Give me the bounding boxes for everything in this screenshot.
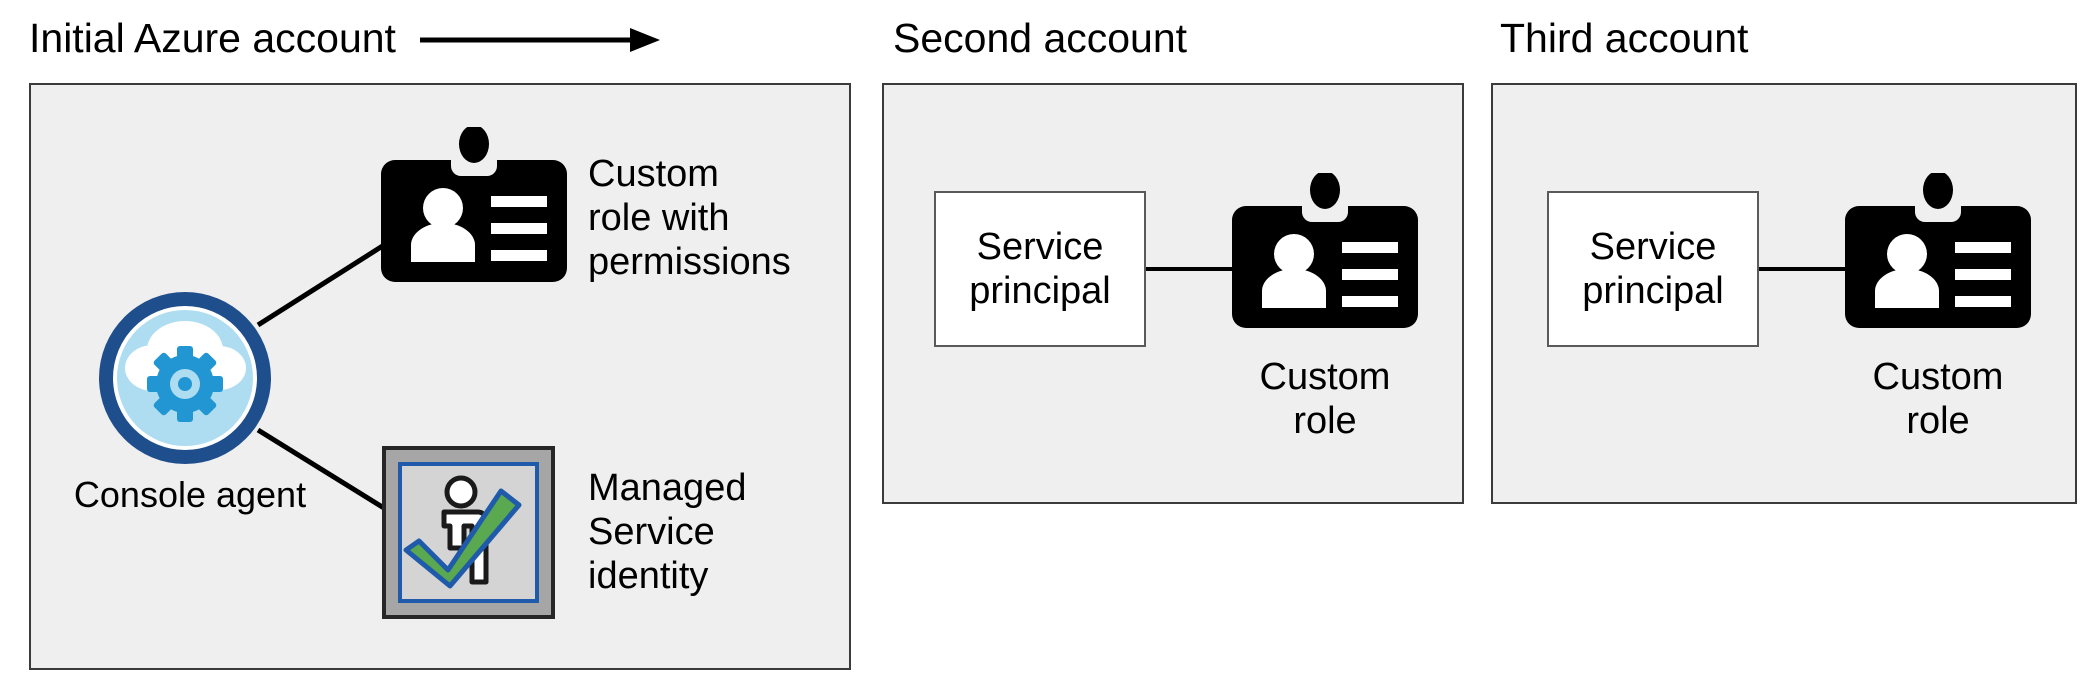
label-line-1: Custom [1259,356,1391,398]
heading-initial-azure-account: Initial Azure account [29,15,396,61]
id-badge-icon [1232,173,1418,328]
label-line-2: role [1293,400,1357,443]
label-line-1: Managed [588,467,747,509]
label-line-3: permissions [588,241,791,284]
console-agent-label: Console agent [73,474,307,515]
connector-service-principal-to-custom-role-third [1759,267,1849,271]
sp-label-line-1: Service [976,225,1104,268]
label-line-2: Service [588,511,715,554]
label-line-3: identity [588,555,709,598]
label-line-1: Custom [1872,356,2004,398]
id-badge-icon [1845,173,2031,328]
label-custom-role-second: Custom role [1195,355,1455,443]
service-principal-box-second[interactable]: Service principal [934,191,1146,347]
label-line-2: role with [588,197,730,240]
right-arrow-icon [420,28,660,52]
sp-label-line-1: Service [1589,225,1717,268]
sp-label-line-2: principal [969,270,1111,312]
heading-third-account: Third account [1500,15,1749,61]
label-line-2: role [1906,400,1970,443]
label-line-1: Custom [588,153,719,195]
cloud-gear-icon [99,292,271,464]
service-principal-box-third[interactable]: Service principal [1547,191,1759,347]
connector-service-principal-to-custom-role-second [1146,267,1236,271]
sp-label-line-2: principal [1582,270,1724,312]
heading-second-account: Second account [893,15,1188,61]
label-managed-service-identity: Managed Service identity [588,466,838,598]
managed-identity-icon [382,446,555,619]
label-custom-role-with-permissions: Custom role with permissions [588,152,838,284]
label-custom-role-third: Custom role [1808,355,2068,443]
id-badge-icon [381,127,567,282]
